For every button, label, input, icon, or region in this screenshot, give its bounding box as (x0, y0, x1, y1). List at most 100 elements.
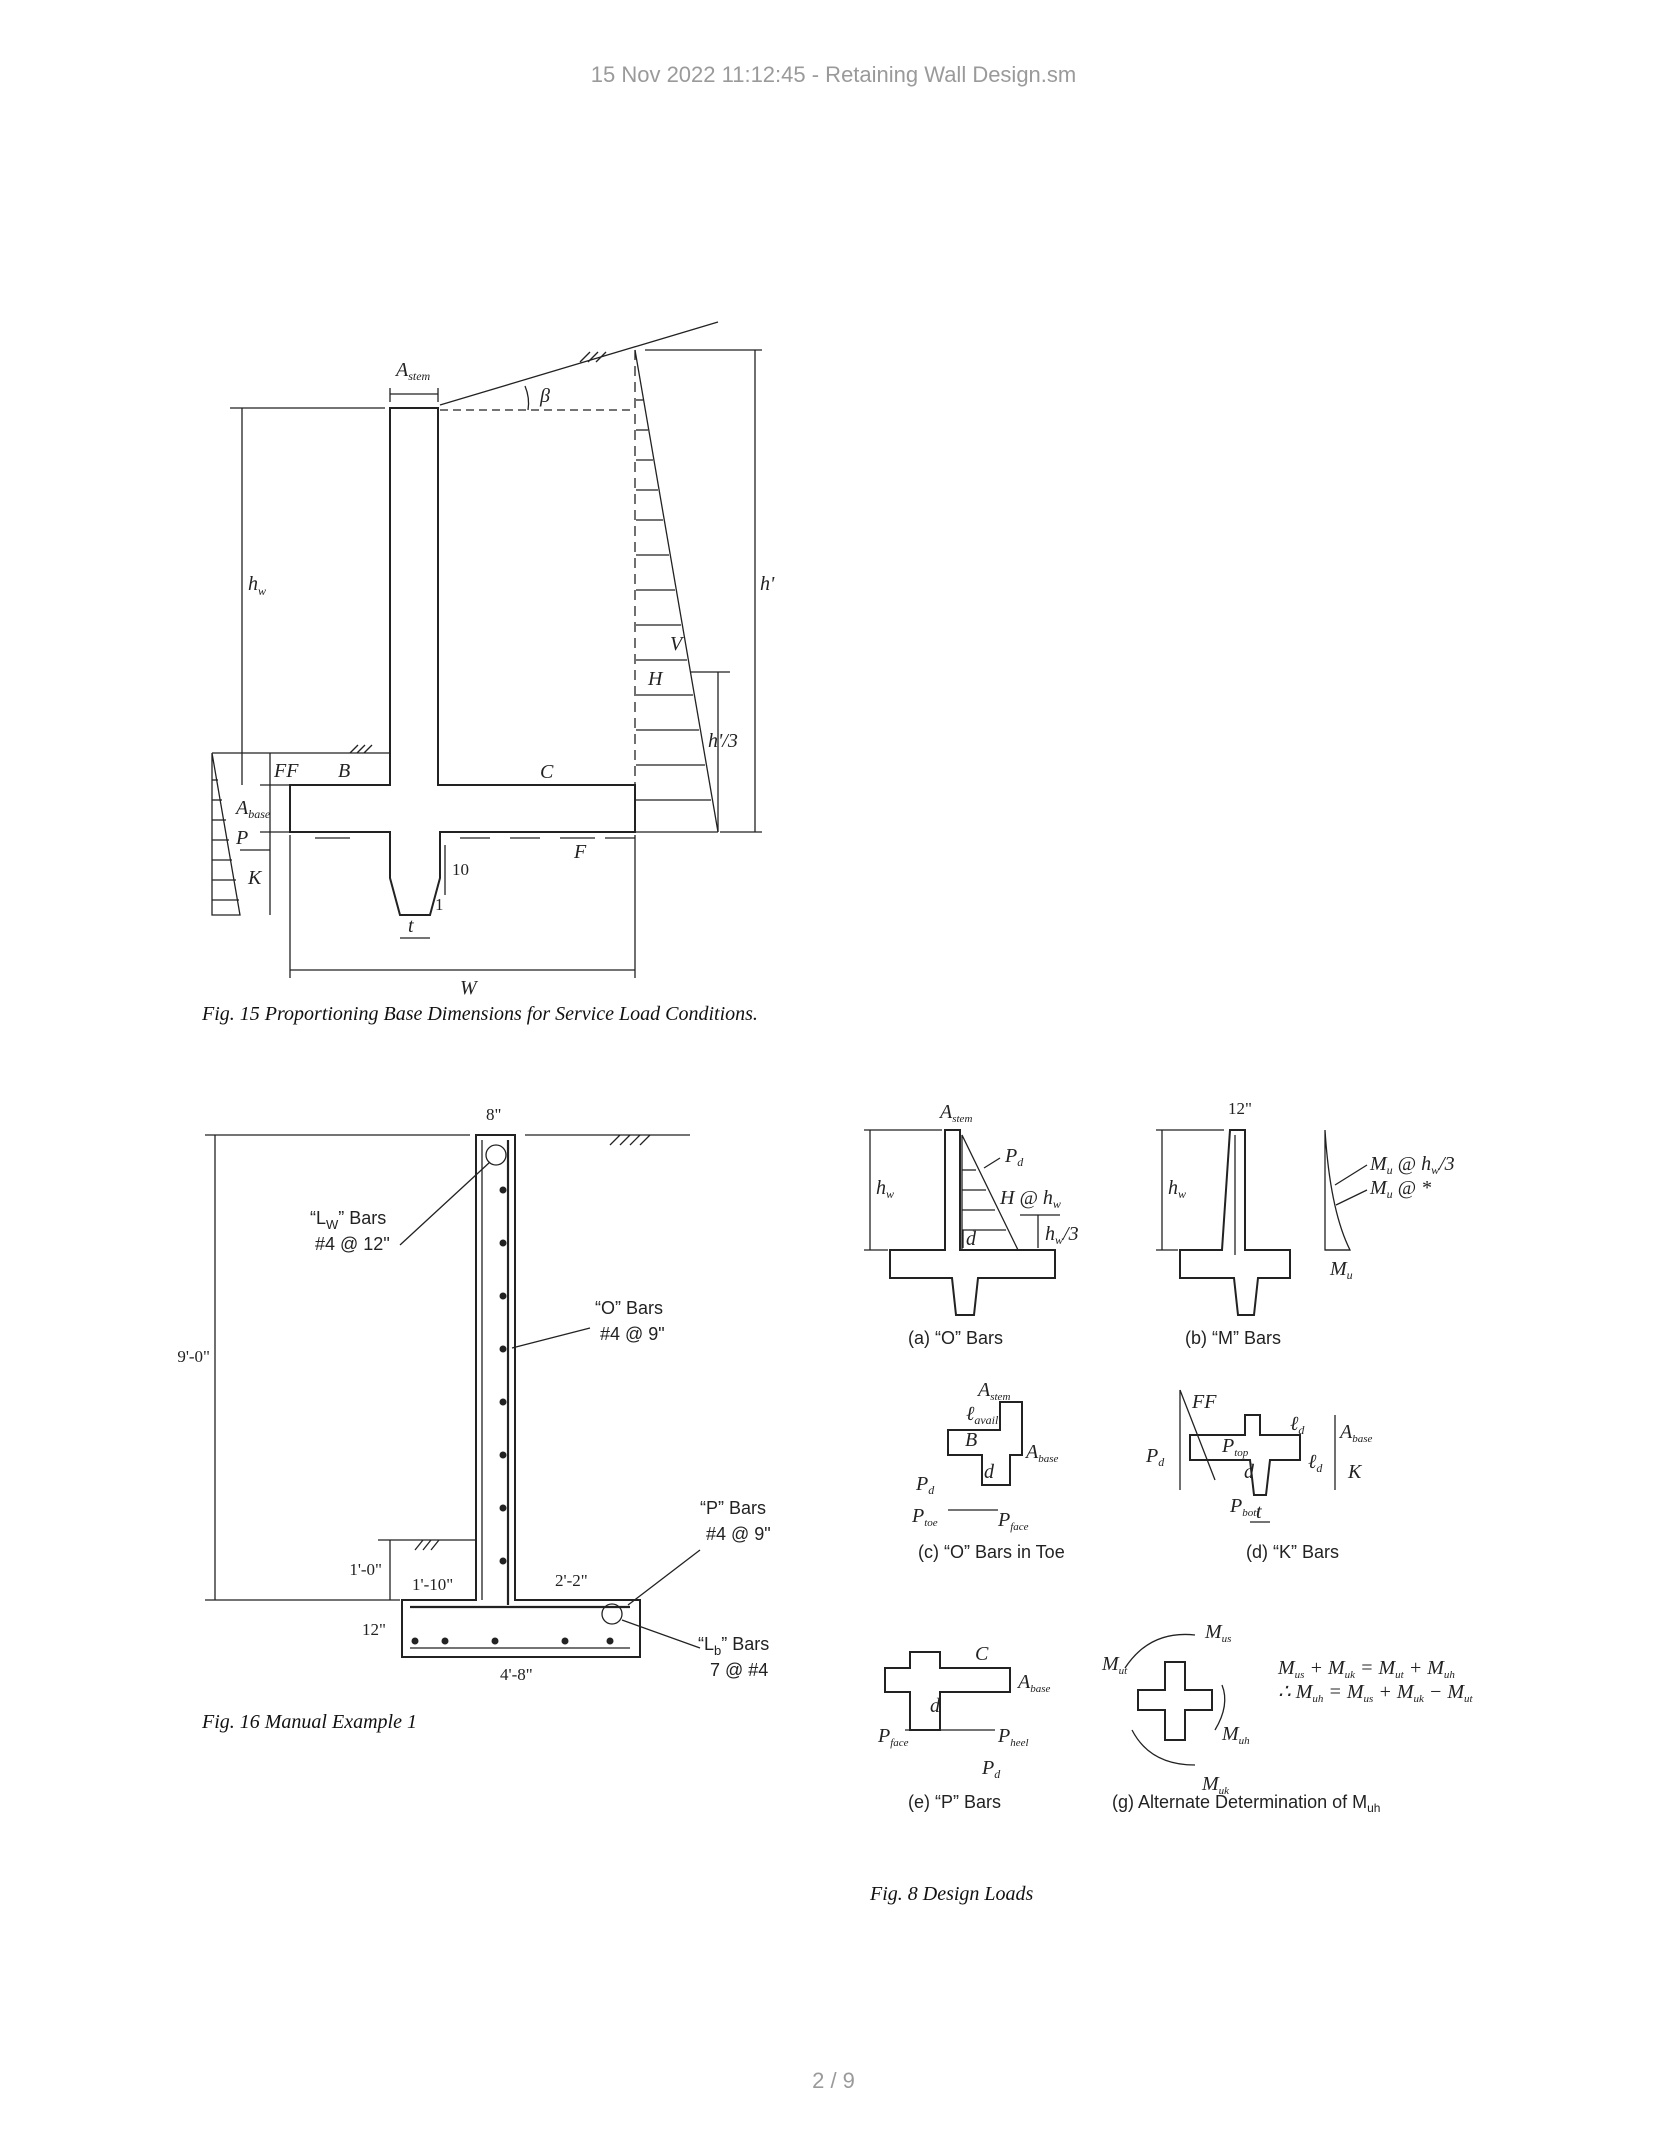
svg-text:t: t (1256, 1501, 1262, 1523)
svg-text:Ptop: Ptop (1221, 1435, 1249, 1459)
lw-leader (399, 1161, 491, 1246)
toe-hatch (414, 1539, 440, 1551)
w-label: W (460, 977, 479, 999)
h-label: H (647, 668, 664, 690)
svg-text:d: d (930, 1695, 941, 1717)
page-number: 2 / 9 (812, 2068, 855, 2093)
o-spacing-label: #4 @ 9" (600, 1324, 665, 1344)
a-stem-label: Astem (394, 359, 431, 383)
k-label: K (247, 867, 263, 889)
base-thickness-label: 12" (362, 1620, 386, 1639)
passive-pressure-arrows (212, 779, 239, 901)
svg-text:Astem: Astem (976, 1379, 1010, 1403)
svg-text:FF: FF (1191, 1391, 1217, 1413)
svg-text:Muk: Muk (1201, 1773, 1230, 1797)
panel-g: Mus Mut Muh Muk Mus + Muk = Mut + Muh ∴ … (1101, 1621, 1474, 1815)
p-bars-label: “P” Bars (700, 1498, 766, 1518)
panel-b: 12" hw Mu @ hw/3 Mu @ * Mu (b) “M” Bars (1156, 1099, 1455, 1348)
lw-bend-circle (485, 1144, 507, 1166)
t-label: t (408, 915, 414, 937)
svg-text:Mus + Muk = Mut + Muh: Mus + Muk = Mut + Muh (1277, 1657, 1455, 1681)
svg-text:Astem: Astem (938, 1101, 972, 1125)
svg-text:Pd: Pd (981, 1757, 1001, 1781)
panel-c: Astem ℓavail B Abase Pd Ptoe Pface d (c)… (911, 1379, 1065, 1562)
svg-text:d: d (966, 1228, 977, 1250)
svg-text:Pface: Pface (997, 1509, 1029, 1533)
fig8-caption: Fig. 8 Design Loads (869, 1883, 1034, 1905)
heel-label: 2'-2" (555, 1571, 588, 1590)
p-spacing-label: #4 @ 9" (706, 1524, 771, 1544)
toe-label: 1'-10" (412, 1575, 453, 1594)
svg-text:(e) “P” Bars: (e) “P” Bars (908, 1792, 1001, 1812)
svg-text:∴ Muh = Mus + Muk − Mut: ∴ Muh = Mus + Muk − Mut (1278, 1681, 1474, 1705)
svg-text:(a) “O” Bars: (a) “O” Bars (908, 1328, 1003, 1348)
svg-text:Mus: Mus (1204, 1621, 1231, 1645)
fill-depth-label: 1'-0" (349, 1560, 382, 1579)
svg-text:Abase: Abase (1024, 1441, 1058, 1465)
svg-text:Mu @ hw/3: Mu @ hw/3 (1369, 1153, 1455, 1177)
a-base-label: Abase (234, 797, 271, 821)
fig15-caption: Fig. 15 Proportioning Base Dimensions fo… (201, 1003, 758, 1025)
backfill-hatch (609, 1134, 651, 1146)
svg-text:ℓd: ℓd (1290, 1413, 1305, 1437)
top-width-label: 8" (486, 1105, 501, 1124)
p-label: P (235, 827, 248, 849)
p-leader (627, 1549, 701, 1606)
svg-text:(g) Alternate Determination of: (g) Alternate Determination of Muh (1112, 1792, 1380, 1815)
v-label: V (670, 633, 685, 655)
panel-a: hw Astem Pd H @ hw hw/3 d (a) “O” Bars (864, 1101, 1079, 1348)
wall-outline (289, 407, 636, 916)
svg-text:Mu: Mu (1329, 1258, 1353, 1282)
svg-text:hw: hw (876, 1177, 894, 1201)
svg-text:Abase: Abase (1338, 1421, 1372, 1445)
svg-text:d: d (984, 1461, 995, 1483)
svg-text:Abase: Abase (1016, 1671, 1050, 1695)
svg-text:Mu @ *: Mu @ * (1369, 1177, 1431, 1201)
active-pressure-arrows (636, 399, 711, 801)
svg-text:Muh: Muh (1221, 1723, 1250, 1747)
rebar-dots (411, 1186, 614, 1645)
svg-text:d: d (1244, 1461, 1255, 1483)
hw-label: hw (248, 573, 266, 598)
ten-label: 10 (452, 860, 469, 879)
svg-text:(d) “K” Bars: (d) “K” Bars (1246, 1542, 1339, 1562)
ground-hatch-top (579, 351, 607, 363)
svg-text:Pface: Pface (877, 1725, 909, 1749)
c-label: C (540, 761, 554, 783)
svg-text:12": 12" (1228, 1099, 1252, 1118)
svg-text:B: B (965, 1429, 977, 1451)
lb-bend-circle (601, 1603, 623, 1625)
svg-text:ℓavail: ℓavail (966, 1403, 999, 1427)
one-label: 1 (435, 895, 444, 914)
lb-spacing-label: 7 @ #4 (710, 1660, 768, 1680)
lb-leader (621, 1619, 701, 1649)
panel-e: C Abase d Pface Pheel Pd (e) “P” Bars (877, 1643, 1050, 1812)
ff-label: FF (273, 760, 299, 782)
fig15-diagram: β Astem hw FF B C Abase K P F 10 1 (201, 321, 775, 1025)
page-header: 15 Nov 2022 11:12:45 - Retaining Wall De… (590, 62, 1077, 87)
o-bars-label: “O” Bars (595, 1298, 663, 1318)
active-pressure-line (634, 349, 719, 833)
svg-text:K: K (1347, 1461, 1363, 1483)
svg-text:(c) “O” Bars in Toe: (c) “O” Bars in Toe (918, 1542, 1065, 1562)
fig16-diagram: 8" 9'-0" 1'-0" 1'-10" 2'-2" 12" 4'-8" “L… (177, 1105, 771, 1733)
lw-bars-label: “LW” Bars (310, 1208, 386, 1232)
height-label: 9'-0" (177, 1347, 210, 1366)
o-leader (511, 1327, 591, 1349)
svg-text:H @ hw: H @ hw (999, 1187, 1061, 1211)
f-label: F (573, 841, 587, 863)
h-prime-label: h' (760, 573, 775, 595)
svg-text:Ptoe: Ptoe (911, 1505, 938, 1529)
beta-arc (524, 385, 530, 411)
svg-text:Pbott: Pbott (1229, 1495, 1260, 1519)
svg-text:(b) “M” Bars: (b) “M” Bars (1185, 1328, 1281, 1348)
svg-text:Pd: Pd (915, 1473, 935, 1497)
svg-text:C: C (975, 1643, 989, 1665)
svg-text:ℓd: ℓd (1308, 1451, 1323, 1475)
h-prime-3-label: h'/3 (708, 730, 738, 752)
svg-text:Pheel: Pheel (997, 1725, 1029, 1749)
passive-pressure-diagram (211, 752, 241, 916)
svg-text:hw: hw (1168, 1177, 1186, 1201)
fig16-caption: Fig. 16 Manual Example 1 (201, 1711, 417, 1733)
svg-text:hw/3: hw/3 (1045, 1223, 1079, 1247)
